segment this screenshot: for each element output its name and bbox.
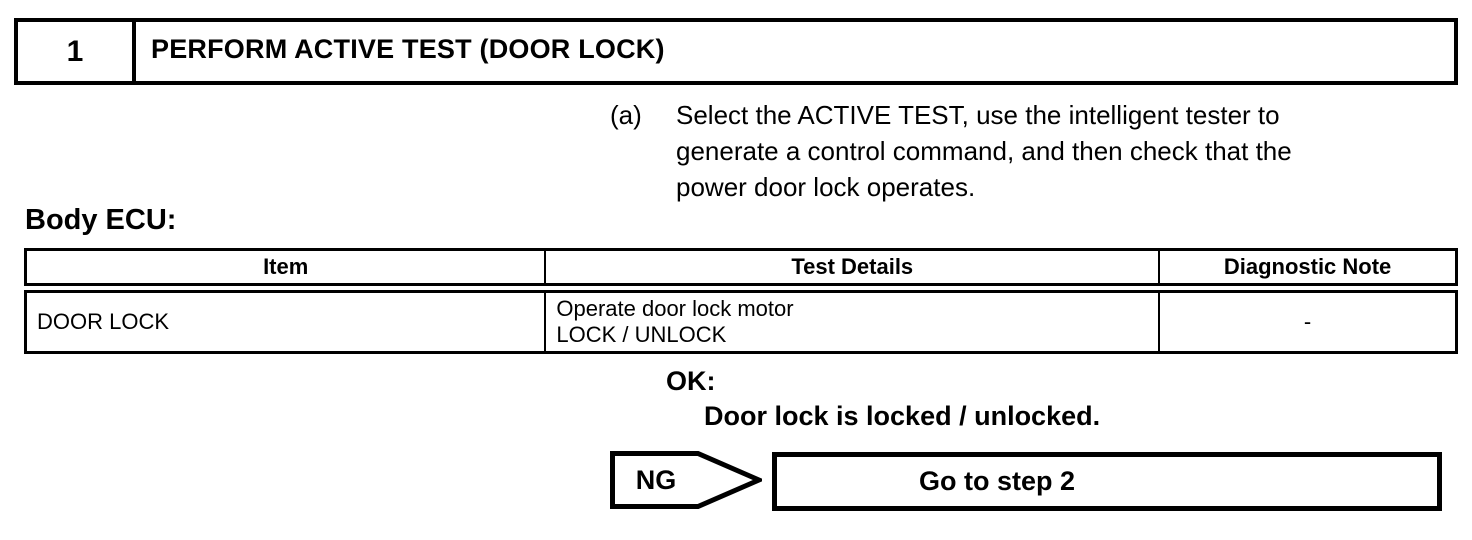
ok-label: OK: [666,366,716,396]
cell-item: DOOR LOCK [24,287,547,354]
ng-label: NG [635,464,677,495]
column-header-diagnostic-note: Diagnostic Note [1158,248,1458,293]
column-header-item: Item [24,248,547,293]
goto-step-text: Go to step 2 [918,466,1075,496]
table-header-row: Item Test Details Diagnostic Note [24,248,1458,293]
instruction-marker: (a) [610,100,642,130]
ng-arrow: NG [610,451,762,509]
section-label-body-ecu: Body ECU: [25,204,177,236]
step-number: 1 [18,22,136,81]
ok-condition-text: Door lock is locked / unlocked. [704,401,1101,431]
instruction-paragraph: (a) Select the ACTIVE TEST, use the inte… [610,97,1410,205]
cell-test-details: Operate door lock motor LOCK / UNLOCK [544,287,1161,354]
step-title: PERFORM ACTIVE TEST (DOOR LOCK) [151,34,665,64]
goto-step-box: Go to step 2 [772,452,1442,511]
instruction-text: Select the ACTIVE TEST, use the intellig… [676,100,1292,202]
column-header-test-details: Test Details [544,248,1161,293]
cell-test-details-text: Operate door lock motor LOCK / UNLOCK [556,296,794,347]
ng-arrow-shape [610,451,762,509]
table-row: DOOR LOCK Operate door lock motor LOCK /… [24,287,1458,354]
cell-diagnostic-note: - [1158,287,1458,354]
active-test-table: Item Test Details Diagnostic Note DOOR L… [24,248,1458,354]
step-header: 1 PERFORM ACTIVE TEST (DOOR LOCK) [14,18,1458,85]
